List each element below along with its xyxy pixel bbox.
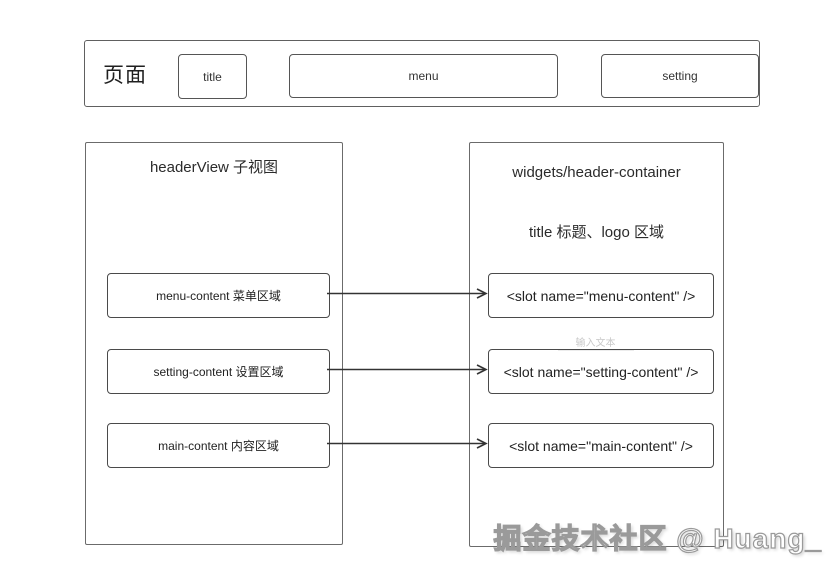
headerview-item-main-content-label: main-content 内容区域	[158, 439, 279, 453]
header-container-panel: widgets/header-container title 标题、logo 区…	[469, 142, 724, 547]
headerview-panel: headerView 子视图 menu-content 菜单区域 setting…	[85, 142, 343, 545]
page-slot-title: title	[178, 54, 247, 99]
slot-menu-content-label: <slot name="menu-content" />	[506, 287, 696, 304]
headerview-item-setting-content: setting-content 设置区域	[107, 349, 330, 394]
ghost-placeholder-label: 输入文本	[557, 338, 634, 351]
page-slot-title-label: title	[203, 69, 222, 84]
slot-main-content: <slot name="main-content" />	[488, 423, 714, 468]
header-container-title-logo-area: title 标题、logo 区域	[528, 224, 665, 241]
arrow-setting-content	[327, 364, 488, 375]
page-slot-setting: setting	[601, 54, 759, 98]
slot-menu-content: <slot name="menu-content" />	[488, 273, 714, 318]
headerview-panel-title: headerView 子视图	[149, 159, 279, 176]
arrow-menu-content	[327, 288, 488, 299]
page-label: 页面	[103, 63, 147, 87]
headerview-item-main-content: main-content 内容区域	[107, 423, 330, 468]
ghost-placeholder-text: 输入文本	[469, 334, 722, 351]
watermark-text: 掘金技术社区 @ Huang_	[493, 522, 822, 554]
slot-setting-content: <slot name="setting-content" />	[488, 349, 714, 394]
page-slot-menu: menu	[289, 54, 558, 98]
arrow-main-content	[327, 438, 488, 449]
headerview-item-setting-content-label: setting-content 设置区域	[153, 365, 284, 379]
page-slot-menu-label: menu	[408, 69, 439, 83]
slot-setting-content-label: <slot name="setting-content" />	[503, 363, 699, 380]
header-container-panel-title: widgets/header-container	[512, 164, 681, 181]
slot-main-content-label: <slot name="main-content" />	[509, 437, 693, 454]
headerview-item-menu-content-label: menu-content 菜单区域	[156, 289, 281, 303]
page-layout-box: 页面 title menu setting	[84, 40, 760, 107]
headerview-item-menu-content: menu-content 菜单区域	[107, 273, 330, 318]
page-slot-setting-label: setting	[662, 69, 698, 83]
